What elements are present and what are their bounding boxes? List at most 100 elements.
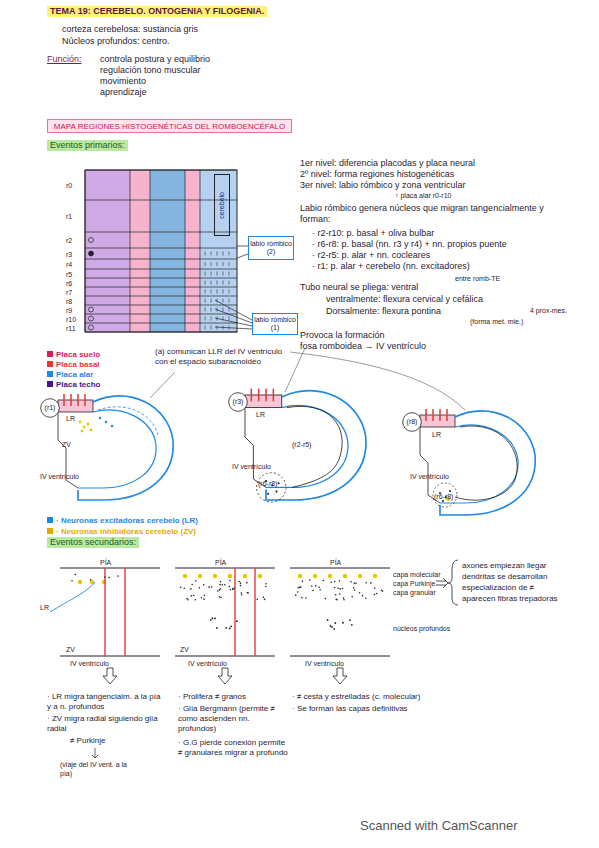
- note-text: aparecen fibras trepadoras: [462, 594, 558, 604]
- nucleus-ring: [257, 473, 286, 502]
- granule-dot: [353, 587, 355, 589]
- granule-dot: [265, 586, 267, 588]
- granule-dot: [108, 577, 110, 579]
- stage-circle: (r8): [402, 412, 422, 432]
- node-text: (r1): [45, 404, 56, 412]
- row-line: [85, 296, 237, 297]
- granule-dot: [219, 596, 221, 598]
- granule-dot: [233, 587, 235, 589]
- granule-dot: [319, 589, 321, 591]
- tick-mark: [205, 317, 206, 321]
- tick-mark: [229, 262, 230, 266]
- legend-item: · Neuronas inhibidoras cerebelo (ZV): [47, 527, 196, 537]
- legend-swatch: [47, 351, 53, 357]
- granule-dot: [203, 598, 205, 600]
- radial-mark: [432, 409, 434, 421]
- nucleus-ring: [433, 483, 457, 507]
- deep-nucleus-dot: [331, 626, 333, 628]
- page-title: TEMA 19: CEREBELO. ONTOGENIA Y FILOGENIA…: [47, 6, 267, 17]
- note-text: · r2-r10: p. basal + oliva bulbar: [312, 228, 434, 239]
- granule-dot: [336, 599, 338, 601]
- granule-dot: [195, 599, 197, 601]
- granule-dot: [362, 595, 364, 597]
- note-text: Tubo neural se pliega: ventral: [300, 282, 418, 293]
- neural-tube: [58, 394, 173, 500]
- granule-dot: [90, 579, 92, 581]
- tick-mark: [223, 272, 224, 276]
- ventricle-line: [60, 656, 160, 657]
- granule-dot: [343, 597, 345, 599]
- note-text: IV ventrículo: [40, 472, 79, 481]
- note-text: ZV: [66, 645, 75, 654]
- inhibitory-neuron: [79, 421, 82, 424]
- legend-text: Placa suelo: [56, 350, 100, 359]
- tube-wall: [440, 425, 518, 503]
- legend-item: Placa techo: [47, 380, 100, 390]
- tube-wall: [266, 391, 366, 500]
- radial-mark: [63, 394, 65, 406]
- note-text: · r1: p. alar + cerebelo (nn. excitadore…: [312, 261, 470, 272]
- granule-dot: [318, 586, 320, 588]
- note-text: especialización de ≠: [462, 583, 534, 593]
- granule-dot: [376, 593, 378, 595]
- note-text: corteza cerebelosa: sustancia gris: [62, 24, 198, 35]
- note-text: fosa romboidea → IV ventrículo: [300, 341, 426, 352]
- down-arrow: [103, 668, 117, 684]
- row-marker: [89, 238, 94, 243]
- row-line: [85, 269, 237, 270]
- radial-mark: [439, 409, 441, 421]
- leader-line: [150, 348, 465, 410]
- purkinje-cell: [313, 574, 317, 578]
- note-text: r9: [66, 306, 72, 315]
- migration-arrow: [455, 426, 517, 500]
- note-text: · Prolifera ≠ granos: [178, 692, 288, 702]
- radial-mark: [425, 409, 427, 421]
- excitatory-neuron: [111, 425, 113, 427]
- granule-dot: [75, 574, 77, 576]
- node-text: MAPA REGIONES HISTOGENÉTICAS DEL ROMBOEN…: [54, 122, 285, 131]
- tick-mark: [211, 308, 212, 312]
- row-line: [85, 278, 237, 279]
- note-text: r10: [66, 315, 76, 324]
- granule-dot: [323, 580, 325, 582]
- purkinje-cell: [343, 574, 347, 578]
- granule-dot: [204, 595, 206, 597]
- note-text: Función:: [47, 54, 82, 65]
- node-text: (r8): [407, 418, 418, 426]
- note-text: r7: [66, 288, 72, 297]
- granule-dot: [220, 581, 222, 583]
- callout-box: labio rómbico (2): [248, 236, 294, 260]
- granule-dot: [359, 592, 361, 594]
- pia-line: [175, 568, 275, 569]
- migration-arrow: [50, 582, 95, 612]
- legend-item: · Neuronas excitadoras cerebelo (LR): [47, 516, 198, 526]
- note-text: axones empiezan llegar: [462, 561, 547, 571]
- deep-nucleus-dot: [342, 622, 344, 624]
- granule-dot: [240, 582, 242, 584]
- granule-dot: [224, 584, 226, 586]
- granule-dot: [374, 588, 376, 590]
- plate-column: [150, 170, 185, 332]
- legend-swatch: [47, 528, 53, 534]
- note-text: ventralmente: flexura cervical y cefálic…: [326, 294, 483, 305]
- granule-dot: [230, 589, 232, 591]
- tick-mark: [223, 299, 224, 303]
- radial-mark: [446, 409, 448, 421]
- note-text: 1er nivel: diferencia placodas y placa n…: [300, 158, 580, 169]
- row-line: [85, 287, 237, 288]
- row-marker: [89, 251, 94, 256]
- deep-nucleus-dot: [351, 624, 353, 626]
- granule-dot: [199, 587, 201, 589]
- granule-dot: [302, 581, 304, 583]
- stage-circle: (r1): [40, 398, 60, 418]
- neural-tube: [420, 409, 535, 515]
- excitatory-neuron: [105, 421, 107, 423]
- note-text: (r6-r8): [258, 479, 277, 488]
- radial-mark: [251, 389, 253, 402]
- granule-dot: [381, 589, 383, 591]
- note-text: (forma met. mie.): [470, 317, 523, 326]
- node-text: labio rómbico (1): [253, 316, 297, 332]
- tube-wall: [78, 396, 173, 500]
- granule-dot: [183, 587, 185, 589]
